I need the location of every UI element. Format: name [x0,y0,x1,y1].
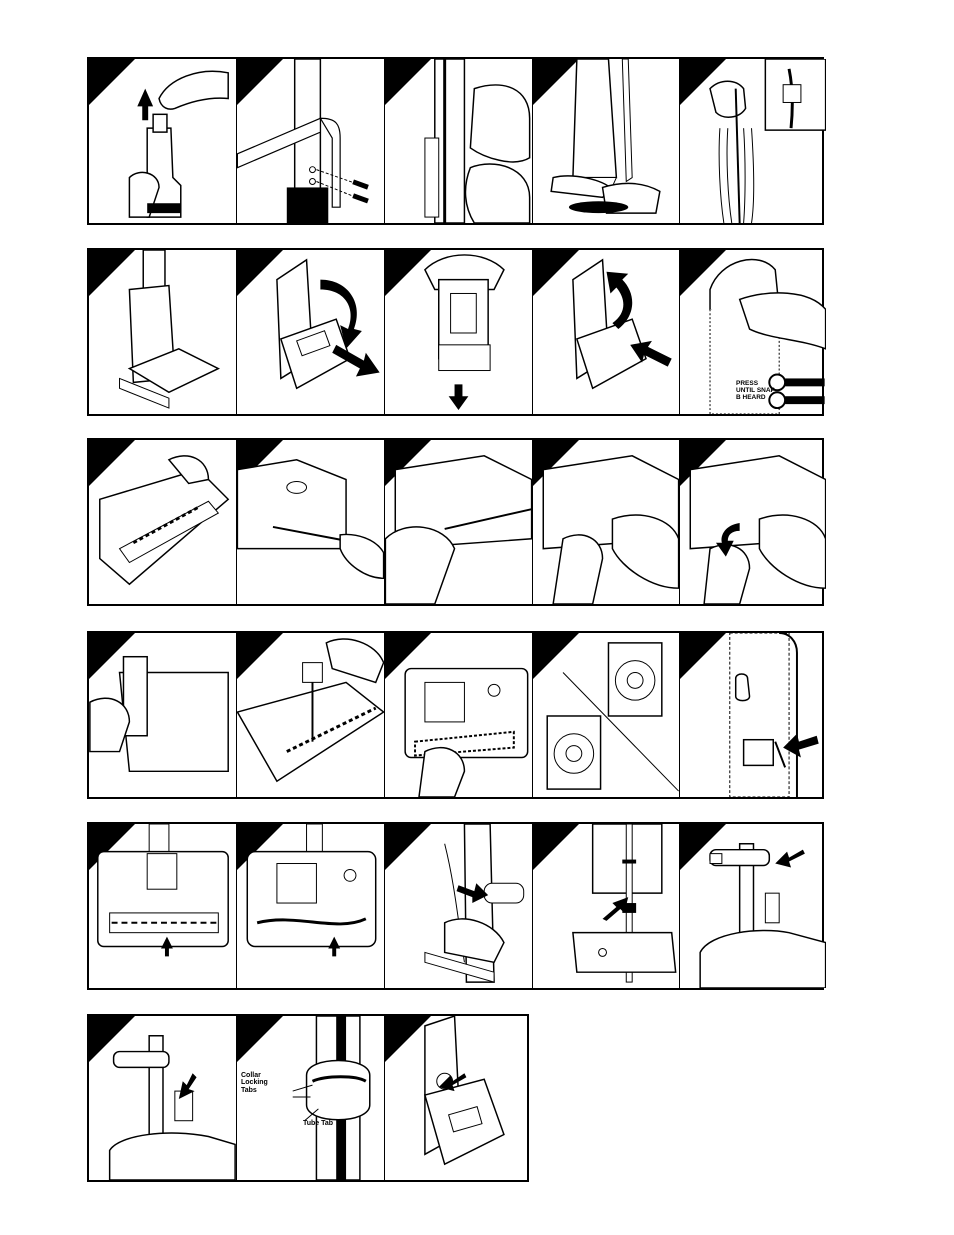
push-arrow-icon [533,824,679,988]
down-arrow-icon [385,250,532,414]
step-panel-1-1 [89,59,236,223]
step-row-4 [87,631,824,799]
press-until-snap-label: PRESS UNTIL SNAP B HEARD [736,380,775,401]
push-arrow-icon [385,1016,531,1180]
step-panel-6-1 [89,1016,236,1180]
push-arrow-icon [680,824,826,988]
step-panel-5-1 [89,824,236,988]
step-row-2: PRESS UNTIL SNAP B HEARD [87,248,824,416]
grip-nozzle-illustration [533,440,679,604]
push-arrow-icon [680,633,826,797]
step-panel-6-2: Collar Locking Tabs Tube Tab [236,1016,384,1180]
press-label-line-3: B HEARD [736,394,775,401]
foot-pedal-illustration [533,59,679,223]
screwdriver-pry-illustration [237,440,384,604]
step-panel-3-3 [384,440,532,604]
cord-wrap-illustration [385,59,532,223]
cord-hook-illustration [680,59,826,223]
step-row-3 [87,438,824,606]
step-panel-1-5 [679,59,826,223]
step-panel-5-4 [532,824,679,988]
step-panel-2-3 [384,250,532,414]
push-arrow-icon [237,250,384,414]
step-panel-4-4 [532,633,679,797]
filter-replace-illustration [533,633,679,797]
step-panel-5-2 [236,824,384,988]
release-tab-illustration [385,440,532,604]
step-panel-1-4 [532,59,679,223]
step-panel-6-3 [384,1016,531,1180]
bag-door-illustration [89,250,236,414]
step-panel-2-5: PRESS UNTIL SNAP B HEARD [679,250,826,414]
tube-tab-label: Tube Tab [303,1120,333,1127]
motor-compartment-illustration [385,633,532,797]
up-arrow-icon [237,824,384,988]
curved-arrow-icon [680,440,826,604]
bottom-plate-illustration [89,633,236,797]
step-panel-4-1 [89,633,236,797]
step-panel-5-3 [384,824,532,988]
nozzle-bottom-illustration [89,440,236,604]
down-arrow-icon [89,1016,236,1180]
up-arrow-icon [89,824,236,988]
step-panel-3-1 [89,440,236,604]
collar-label-line-3: Tabs [241,1087,268,1094]
up-arrow-icon [89,59,236,223]
screw-assembly-illustration [237,59,384,223]
step-panel-4-2 [236,633,384,797]
step-panel-3-2 [236,440,384,604]
step-panel-3-4 [532,440,679,604]
step-panel-5-5 [679,824,826,988]
collar-locking-tabs-label: Collar Locking Tabs [241,1072,268,1094]
step-row-1 [87,57,824,225]
step-row-6: Collar Locking Tabs Tube Tab [87,1014,529,1182]
step-panel-3-5 [679,440,826,604]
step-row-5 [87,822,824,990]
step-panel-2-4 [532,250,679,414]
collar-label-line-2: Locking [241,1079,268,1086]
step-panel-2-2 [236,250,384,414]
step-panel-4-5 [679,633,826,797]
push-arrow-icon [385,824,532,988]
press-label-line-1: PRESS [736,380,775,387]
push-arrow-icon [533,250,679,414]
collar-tube-illustration [237,1016,384,1180]
press-label-line-2: UNTIL SNAP [736,387,775,394]
step-panel-1-2 [236,59,384,223]
remove-screw-illustration [237,633,384,797]
step-panel-4-3 [384,633,532,797]
collar-label-line-1: Collar [241,1072,268,1079]
step-panel-2-1 [89,250,236,414]
step-panel-1-3 [384,59,532,223]
